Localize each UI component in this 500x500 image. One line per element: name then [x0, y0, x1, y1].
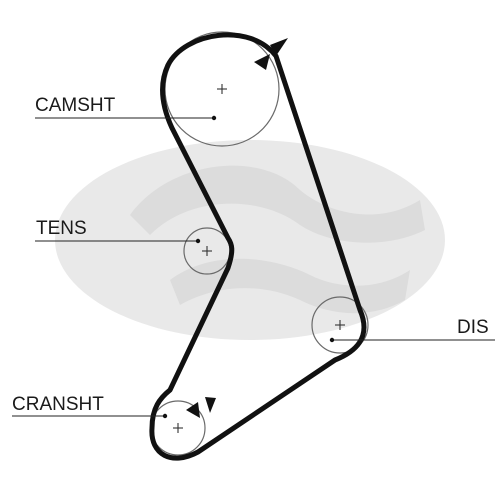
- distributor-pulley: [311, 296, 369, 354]
- tensioner-anchor-dot: [195, 238, 201, 244]
- rotation-direction-arrow-icon: [186, 397, 216, 418]
- gates-logo-watermark-icon: [55, 140, 445, 340]
- crankshaft-anchor-dot: [162, 413, 168, 419]
- rotation-direction-arrow-icon: [254, 38, 288, 70]
- timing-belt: [149, 32, 367, 461]
- distributor-label: DIS: [457, 317, 489, 338]
- crankshaft-center-mark: [173, 423, 183, 433]
- tensioner-center-mark: [202, 246, 212, 256]
- camshaft-label: CAMSHT: [35, 95, 116, 116]
- camshaft-anchor-dot: [211, 115, 217, 121]
- distributor-center-mark: [335, 320, 345, 330]
- crankshaft-label: CRANSHT: [12, 394, 104, 415]
- distributor-anchor-dot: [329, 337, 335, 343]
- camshaft-center-mark: [217, 84, 227, 94]
- tensioner-label: TENS: [36, 218, 87, 239]
